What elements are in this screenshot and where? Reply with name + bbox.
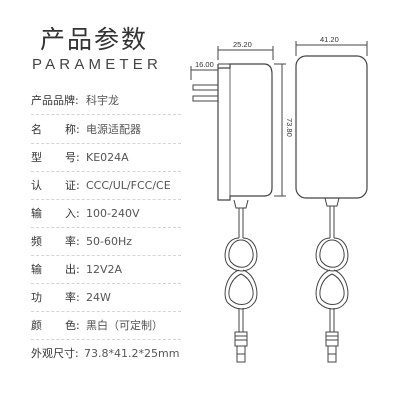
strain-relief bbox=[324, 197, 340, 207]
divider bbox=[31, 171, 181, 172]
front-body-outline bbox=[295, 55, 368, 199]
spec-label: 产品品牌: bbox=[31, 94, 79, 107]
width-dimension-label: 41.20 bbox=[320, 35, 339, 44]
spec-label-first: 颜 bbox=[31, 319, 42, 332]
divider bbox=[31, 143, 181, 144]
divider bbox=[31, 339, 181, 340]
spec-value: 12V2A bbox=[86, 263, 123, 276]
divider bbox=[31, 114, 181, 115]
spec-label: 外观尺寸: bbox=[31, 347, 79, 360]
spec-value: 电源适配器 bbox=[86, 123, 141, 136]
page-subtitle: PARAMETER bbox=[32, 56, 163, 73]
page-title: 产品参数 bbox=[40, 25, 149, 54]
adapter-side-view bbox=[190, 46, 286, 363]
cable-loop bbox=[224, 269, 258, 310]
spec-label-first: 认 bbox=[31, 179, 42, 192]
spec-label-second: 证: bbox=[65, 179, 80, 192]
spec-value: 科宇龙 bbox=[86, 94, 119, 107]
spec-label-second: 号: bbox=[65, 151, 80, 164]
spec-label-first: 频 bbox=[31, 235, 42, 248]
spec-label-first: 输 bbox=[31, 207, 42, 220]
height-dimension-label: 73.80 bbox=[285, 118, 294, 137]
spec-value: 50-60Hz bbox=[86, 235, 133, 248]
dc-plug-body bbox=[234, 331, 248, 347]
spec-label-second: 出: bbox=[65, 263, 80, 276]
spec-value: 24W bbox=[86, 291, 111, 304]
spec-value: 黑白（可定制） bbox=[86, 319, 163, 332]
cable-loop bbox=[228, 239, 254, 268]
spec-label-second: 率: bbox=[65, 291, 80, 304]
spec-label-first: 型 bbox=[31, 151, 42, 164]
strain-relief bbox=[233, 199, 249, 209]
cable-loop bbox=[224, 237, 258, 272]
dc-plug-body bbox=[325, 331, 339, 347]
spec-label-second: 率: bbox=[65, 235, 80, 248]
adapter-front-view bbox=[295, 41, 368, 363]
divider bbox=[31, 227, 181, 228]
depth-dimension-label: 25.20 bbox=[233, 40, 252, 49]
spec-value: KE024A bbox=[86, 151, 129, 164]
spec-label-first: 名 bbox=[31, 123, 42, 136]
divider bbox=[31, 311, 181, 312]
divider bbox=[31, 283, 181, 284]
prong-shape bbox=[192, 95, 219, 102]
spec-label-first: 输 bbox=[31, 263, 42, 276]
side-body-outline bbox=[217, 63, 273, 201]
spec-value: 100-240V bbox=[86, 207, 140, 220]
cable-loop bbox=[228, 273, 254, 305]
cable-loop bbox=[315, 269, 349, 310]
spec-label-first: 功 bbox=[31, 291, 42, 304]
divider bbox=[31, 199, 181, 200]
divider bbox=[31, 255, 181, 256]
spec-label-second: 称: bbox=[65, 123, 80, 136]
cable-loop bbox=[315, 237, 349, 272]
prong-dimension-label: 16.00 bbox=[195, 60, 214, 69]
spec-value: CCC/UL/FCC/CE bbox=[86, 179, 171, 192]
spec-label-second: 色: bbox=[65, 319, 80, 332]
spec-value: 73.8*41.2*25mm bbox=[84, 347, 180, 360]
cable-loop bbox=[319, 273, 345, 305]
spec-label-second: 入: bbox=[65, 207, 80, 220]
cable-loop bbox=[319, 239, 345, 268]
prong-shape bbox=[192, 84, 219, 91]
